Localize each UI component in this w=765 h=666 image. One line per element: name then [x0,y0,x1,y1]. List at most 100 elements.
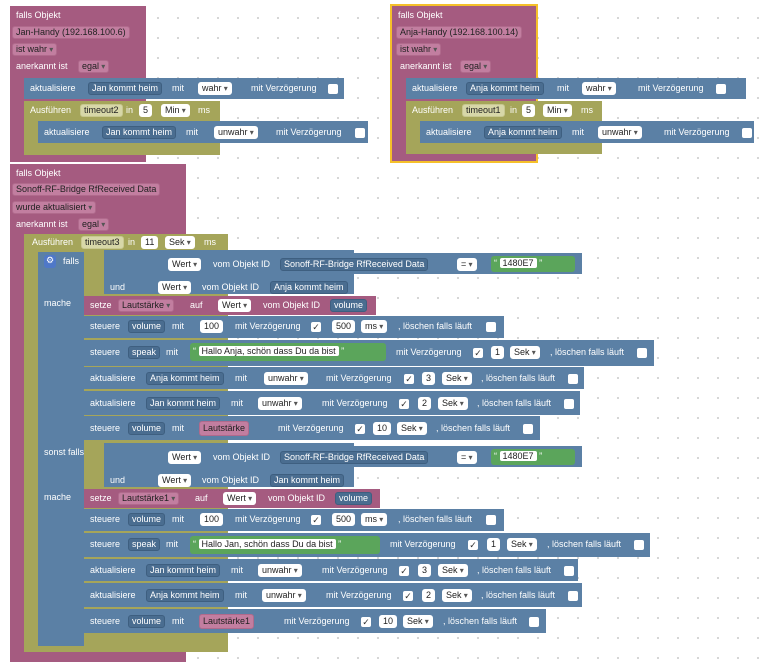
unit-dropdown[interactable]: ms [361,513,388,526]
unit-dropdown[interactable]: Sek [403,615,433,628]
clear-checkbox[interactable] [486,515,496,525]
unit-dropdown[interactable]: Sek [397,422,427,435]
timeout-name[interactable]: timeout2 [80,104,123,117]
value-dropdown[interactable]: wahr [582,82,616,95]
unit-dropdown[interactable]: Sek [507,538,537,551]
delay-checkbox[interactable]: ✓ [361,617,371,627]
clear-checkbox[interactable] [637,348,647,358]
state-field[interactable]: Jan kommt heim [146,397,221,410]
property-dropdown[interactable]: Wert [158,281,192,294]
delay-checkbox[interactable] [328,84,338,94]
gear-icon[interactable]: ⚙ [44,255,56,268]
timeout-name[interactable]: timeout3 [81,236,124,249]
delay-checkbox[interactable]: ✓ [311,515,321,525]
value-dropdown[interactable]: unwahr [264,372,308,385]
clear-checkbox[interactable] [523,424,533,434]
text-value[interactable]: 1480E7 [499,451,537,461]
object-id-field[interactable]: Sonoff-RF-Bridge RfReceived Data [12,183,161,196]
clear-checkbox[interactable] [568,591,578,601]
unit-dropdown[interactable]: Sek [165,236,195,249]
delay-value[interactable]: 3 [422,372,436,385]
unit-dropdown[interactable]: Sek [438,564,468,577]
state-field[interactable]: volume [128,422,166,435]
clear-checkbox[interactable] [529,617,539,627]
state-field[interactable]: volume [128,320,166,333]
state-field[interactable]: speak [128,538,161,551]
text-block[interactable]: “ Hallo Jan, schön dass Du da bist ” [190,536,380,554]
property-dropdown[interactable]: Wert [158,474,192,487]
unit-dropdown[interactable]: Sek [510,346,540,359]
state-field[interactable]: volume [128,513,166,526]
variable-field[interactable]: Lautstärke1 [199,614,255,629]
condition-dropdown[interactable]: wurde aktualisiert [12,201,97,214]
delay-checkbox[interactable]: ✓ [404,374,414,384]
delay-value[interactable]: 1 [487,538,501,551]
timeout-name[interactable]: timeout1 [462,104,505,117]
object-id-field[interactable]: Anja-Handy (192.168.100.14) [396,26,523,39]
delay-checkbox[interactable]: ✓ [399,566,409,576]
delay-value[interactable]: 2 [418,397,432,410]
state-field[interactable]: Jan kommt heim [88,82,163,95]
control-block[interactable] [84,509,504,531]
unit-dropdown[interactable]: Sek [442,372,472,385]
condition-dropdown[interactable]: ist wahr [12,43,58,56]
ack-dropdown[interactable]: egal [78,218,110,231]
text-block[interactable]: “ Hallo Anja, schön dass Du da bist ” [190,343,386,361]
object-id-field[interactable]: Jan kommt heim [270,474,345,487]
state-field[interactable]: Anja kommt heim [484,126,562,139]
value-dropdown[interactable]: unwahr [258,397,302,410]
property-dropdown[interactable]: Wert [218,299,252,312]
unit-dropdown[interactable]: Sek [442,589,472,602]
text-value[interactable]: 1480E7 [499,258,537,268]
state-field[interactable]: speak [128,346,161,359]
object-id-field[interactable]: Sonoff-RF-Bridge RfReceived Data [280,451,429,464]
unit-dropdown[interactable]: ms [361,320,388,333]
clear-checkbox[interactable] [564,399,574,409]
delay-checkbox[interactable] [742,128,752,138]
operator-dropdown[interactable]: = [457,258,477,271]
delay-value[interactable]: 10 [373,422,392,435]
delay-value[interactable]: 500 [332,513,356,526]
ack-dropdown[interactable]: egal [78,60,110,73]
operator-dropdown[interactable]: = [457,451,477,464]
state-field[interactable]: Jan kommt heim [146,564,221,577]
value-dropdown[interactable]: wahr [198,82,232,95]
property-dropdown[interactable]: Wert [223,492,257,505]
if-block[interactable] [38,252,84,646]
unit-dropdown[interactable]: Sek [438,397,468,410]
delay-value[interactable]: 3 [418,564,432,577]
number-value[interactable]: 100 [200,513,224,526]
delay-value[interactable]: 10 [379,615,398,628]
timeout-value[interactable]: 5 [139,104,153,117]
ack-dropdown[interactable]: egal [460,60,492,73]
clear-checkbox[interactable] [486,322,496,332]
value-dropdown[interactable]: unwahr [598,126,642,139]
delay-checkbox[interactable] [355,128,365,138]
clear-checkbox[interactable] [568,374,578,384]
state-field[interactable]: Anja kommt heim [146,372,224,385]
variable-dropdown[interactable]: Lautstärke1 [118,492,180,505]
value-dropdown[interactable]: unwahr [262,589,306,602]
text-value[interactable]: Hallo Jan, schön dass Du da bist [198,539,336,549]
object-id-field[interactable]: Jan-Handy (192.168.100.6) [12,26,130,39]
object-id-field[interactable]: volume [330,299,368,312]
delay-value[interactable]: 2 [422,589,436,602]
timeout-value[interactable]: 11 [141,236,159,249]
object-id-field[interactable]: volume [335,492,373,505]
clear-checkbox[interactable] [564,566,574,576]
delay-checkbox[interactable]: ✓ [399,399,409,409]
delay-checkbox[interactable]: ✓ [473,348,483,358]
unit-dropdown[interactable]: Min [161,104,190,117]
clear-checkbox[interactable] [634,540,644,550]
variable-dropdown[interactable]: Lautstärke [118,299,175,312]
text-value[interactable]: Hallo Anja, schön dass Du da bist [198,346,339,356]
delay-checkbox[interactable] [716,84,726,94]
timeout-value[interactable]: 5 [522,104,536,117]
state-field[interactable]: Jan kommt heim [102,126,177,139]
variable-field[interactable]: Lautstärke [199,421,250,436]
delay-value[interactable]: 500 [332,320,356,333]
number-value[interactable]: 100 [200,320,224,333]
object-id-field[interactable]: Anja kommt heim [270,281,348,294]
state-field[interactable]: Anja kommt heim [466,82,544,95]
unit-dropdown[interactable]: Min [543,104,572,117]
